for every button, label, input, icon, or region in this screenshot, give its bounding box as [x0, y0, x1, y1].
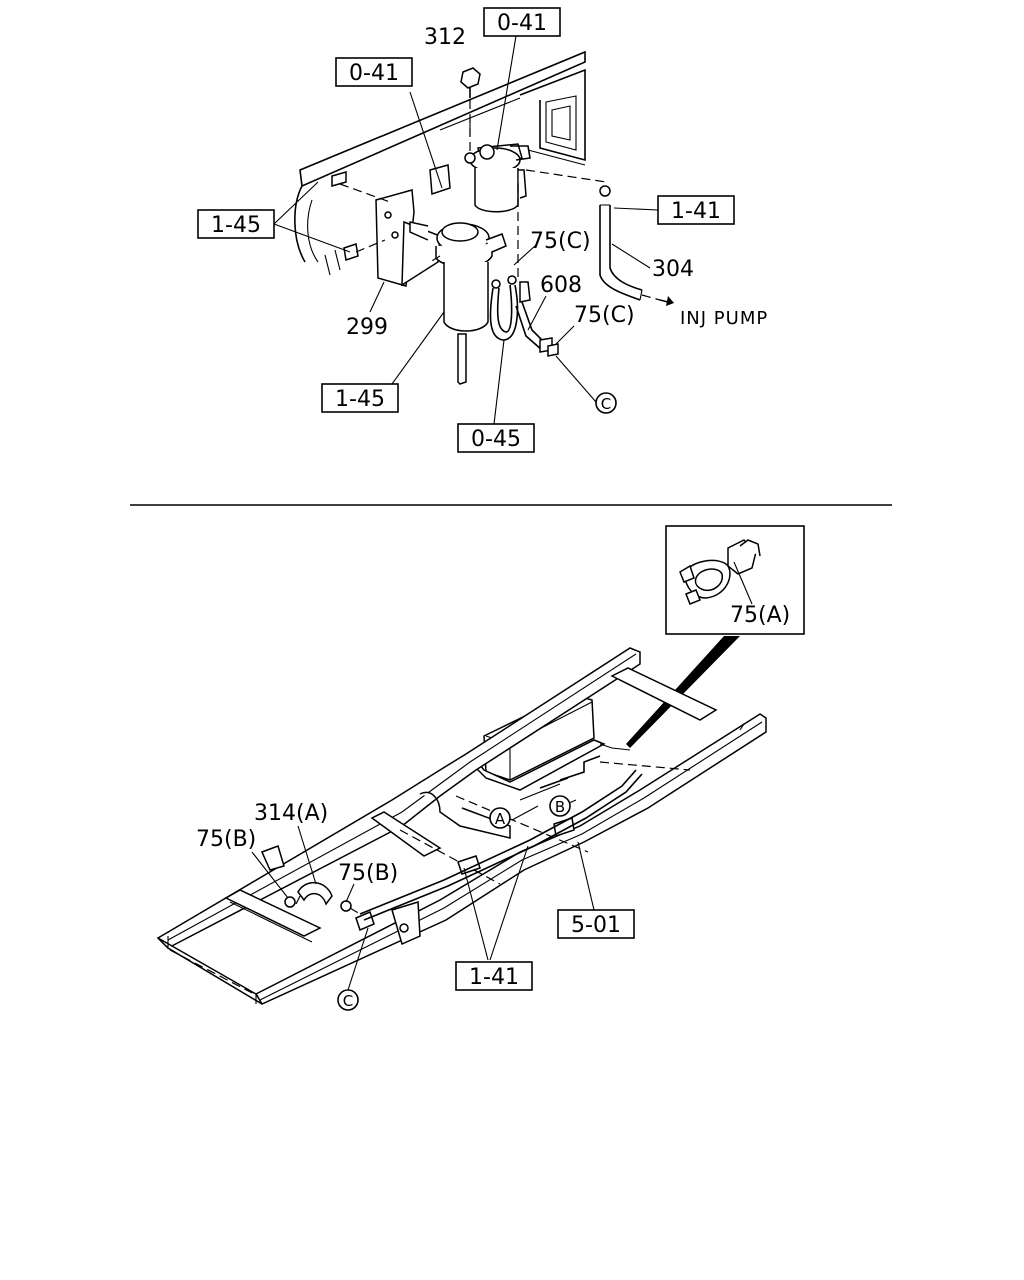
callout-312: 312 [424, 25, 466, 50]
ref-label: 1-41 [671, 199, 721, 224]
ref-box-0-41-left: 0-41 [335, 57, 413, 87]
callout-inj-pump: INJ PUMP [680, 308, 768, 329]
chassis-frame [156, 647, 767, 1005]
top-leader-lines [273, 35, 659, 425]
callout-75c-upper: 75(C) [530, 229, 591, 254]
clip-75a-detail: 75(A) [626, 525, 805, 748]
bolt-312 [460, 67, 481, 152]
ref-circle-label: A [495, 810, 506, 828]
chassis-fuel-lines [284, 755, 643, 921]
upper-filter [464, 143, 531, 213]
ref-box-1-45-lower: 1-45 [321, 383, 399, 413]
ref-label: 5-01 [571, 913, 621, 938]
ref-circle-label: C [343, 992, 353, 1010]
ref-circle-a: A [489, 807, 511, 829]
callout-608: 608 [540, 273, 582, 298]
ref-box-0-41-top: 0-41 [483, 7, 561, 37]
ref-circle-c-top: C [595, 392, 617, 414]
ref-label: 0-45 [471, 427, 521, 452]
bottom-leader-lines [251, 799, 595, 991]
ref-label: 0-41 [349, 61, 399, 86]
callout-75b-left: 75(B) [196, 827, 256, 852]
fuel-filter-assembly-view: 312 0-41 0-41 1-45 1-41 75(C) 304 608 75… [197, 7, 768, 453]
ref-box-1-45-upper: 1-45 [197, 209, 275, 239]
ref-circle-label: C [601, 395, 611, 413]
body-panel [294, 50, 586, 276]
callout-299: 299 [346, 315, 388, 340]
callout-75b-right: 75(B) [338, 861, 398, 886]
callout-75c-lower: 75(C) [574, 303, 635, 328]
ref-circle-b: B [549, 795, 571, 817]
ref-label: 1-45 [211, 213, 261, 238]
ref-label: 1-41 [469, 965, 519, 990]
ref-box-1-41-right: 1-41 [657, 195, 735, 225]
ref-box-5-01: 5-01 [557, 909, 635, 939]
ref-label: 0-41 [497, 11, 547, 36]
ref-box-0-45: 0-45 [457, 423, 535, 453]
callout-314a: 314(A) [254, 801, 328, 826]
callout-75a: 75(A) [730, 603, 790, 628]
ref-circle-label: B [555, 798, 565, 816]
main-filter [331, 164, 507, 385]
callout-304: 304 [652, 257, 694, 282]
ref-circle-c-bottom: C [337, 989, 359, 1011]
chassis-frame-view: 75(A) [156, 525, 805, 1011]
ref-box-1-41-bottom: 1-41 [455, 961, 533, 991]
ref-label: 1-45 [335, 387, 385, 412]
